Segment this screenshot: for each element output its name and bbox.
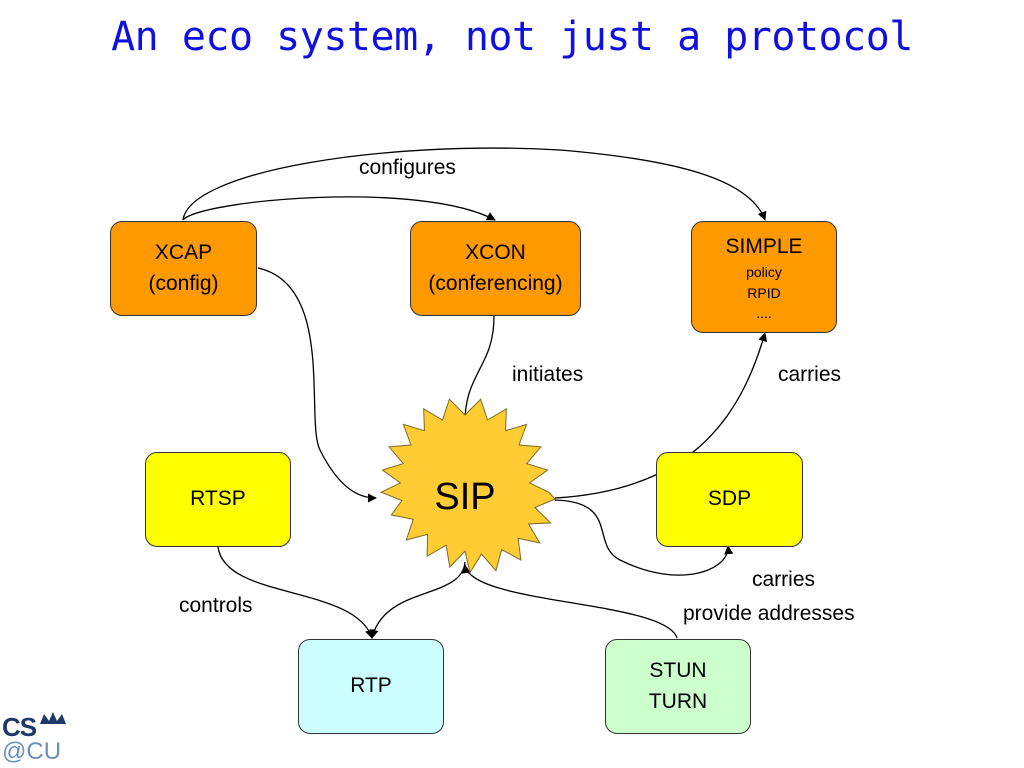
node-stun-title: STUN	[649, 659, 707, 683]
sip-burst	[380, 398, 556, 574]
logo-cu-text: @CU	[2, 738, 62, 765]
node-sdp-title: SDP	[707, 487, 752, 511]
node-turn-title: TURN	[648, 689, 708, 713]
logo-crown-icon	[40, 712, 66, 724]
edge-label-controls: controls	[179, 594, 253, 617]
edge-label-initiates: initiates	[512, 363, 584, 386]
node-xcap: XCAP (config)	[110, 221, 257, 316]
edge-rtsp-rtp	[217, 546, 374, 639]
node-xcon-subtitle: (conferencing)	[428, 271, 563, 295]
logo-cs-text: CS	[2, 712, 37, 742]
edge-stun-sip	[461, 564, 678, 639]
node-simple-ellipsis: ....	[756, 305, 772, 322]
edge-xcap-simple	[182, 147, 767, 221]
node-rtsp-title: RTSP	[190, 487, 246, 511]
node-xcap-title: XCAP	[154, 241, 213, 265]
edge-sip-rtp	[369, 561, 466, 639]
node-simple-policy: policy	[746, 264, 782, 281]
edge-sip-simple	[554, 332, 768, 499]
node-sdp: SDP	[656, 452, 803, 547]
edge-sip-sdp	[554, 499, 734, 576]
edge-label-provide-addresses: provide addresses	[683, 602, 855, 625]
node-rtp-title: RTP	[350, 674, 392, 698]
node-simple-rpid: RPID	[747, 284, 781, 301]
node-sip-label: SIP	[434, 476, 496, 518]
node-xcap-subtitle: (config)	[148, 271, 219, 295]
node-simple: SIMPLE policy RPID ....	[691, 221, 837, 333]
edge-xcap-sip	[257, 267, 377, 503]
csu-logo: CS @CU	[0, 712, 64, 768]
node-rtp: RTP	[298, 639, 444, 734]
node-rtsp: RTSP	[145, 452, 291, 547]
node-simple-title: SIMPLE	[725, 235, 803, 258]
edge-xcon-sip	[460, 315, 495, 433]
edge-label-configures: configures	[359, 156, 456, 179]
edge-label-carries-sdp: carries	[752, 568, 816, 591]
edge-xcap-xcon	[182, 196, 496, 221]
page-title: An eco system, not just a protocol	[111, 14, 913, 60]
node-xcon-title: XCON	[465, 241, 526, 265]
edge-label-carries-simple: carries	[778, 363, 842, 386]
node-stun-turn: STUN TURN	[605, 639, 751, 734]
node-xcon: XCON (conferencing)	[410, 221, 581, 316]
